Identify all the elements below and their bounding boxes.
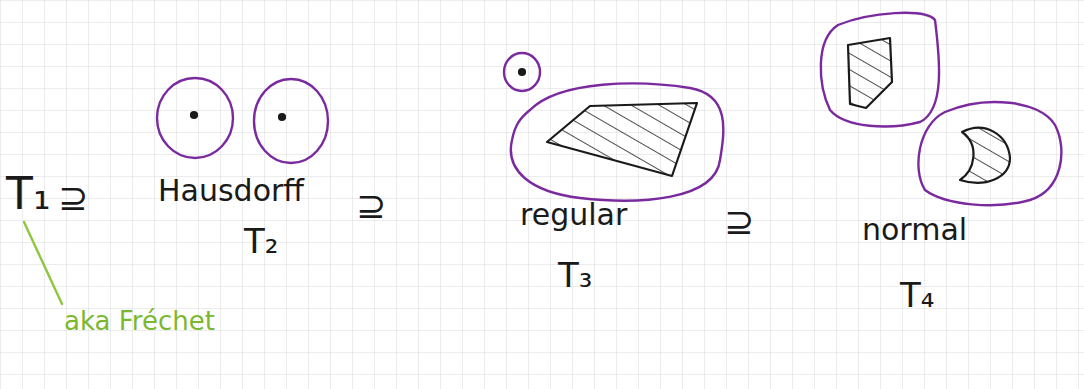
open-sets: [157, 13, 1061, 205]
open-set: [511, 83, 723, 200]
closed-set: [960, 128, 1010, 183]
open-set: [821, 13, 939, 127]
closed-set: [547, 103, 697, 176]
open-set: [504, 53, 540, 91]
note: aka Fréchet: [64, 308, 215, 334]
point: [279, 114, 285, 120]
axiom-name: normal: [862, 215, 967, 245]
open-set: [157, 78, 233, 158]
axiom-symbol: T₂: [244, 224, 278, 258]
axiom-name: regular: [520, 200, 627, 230]
leader-line: [24, 222, 62, 304]
subset-symbol: ⊇: [724, 204, 754, 240]
open-set: [918, 102, 1061, 205]
axiom-name: Hausdorff: [158, 176, 304, 206]
axiom-symbol: T₃: [558, 258, 592, 292]
subset-symbol: ⊇: [58, 180, 88, 216]
axiom-symbol: T₄: [900, 278, 934, 312]
subset-symbol: ⊇: [356, 188, 386, 224]
closed-set: [848, 38, 892, 108]
axiom-symbol: T₁: [6, 172, 51, 216]
open-set: [254, 79, 328, 163]
point: [519, 69, 525, 75]
closed-sets: [547, 38, 1010, 183]
points: [191, 69, 525, 120]
point: [191, 112, 197, 118]
